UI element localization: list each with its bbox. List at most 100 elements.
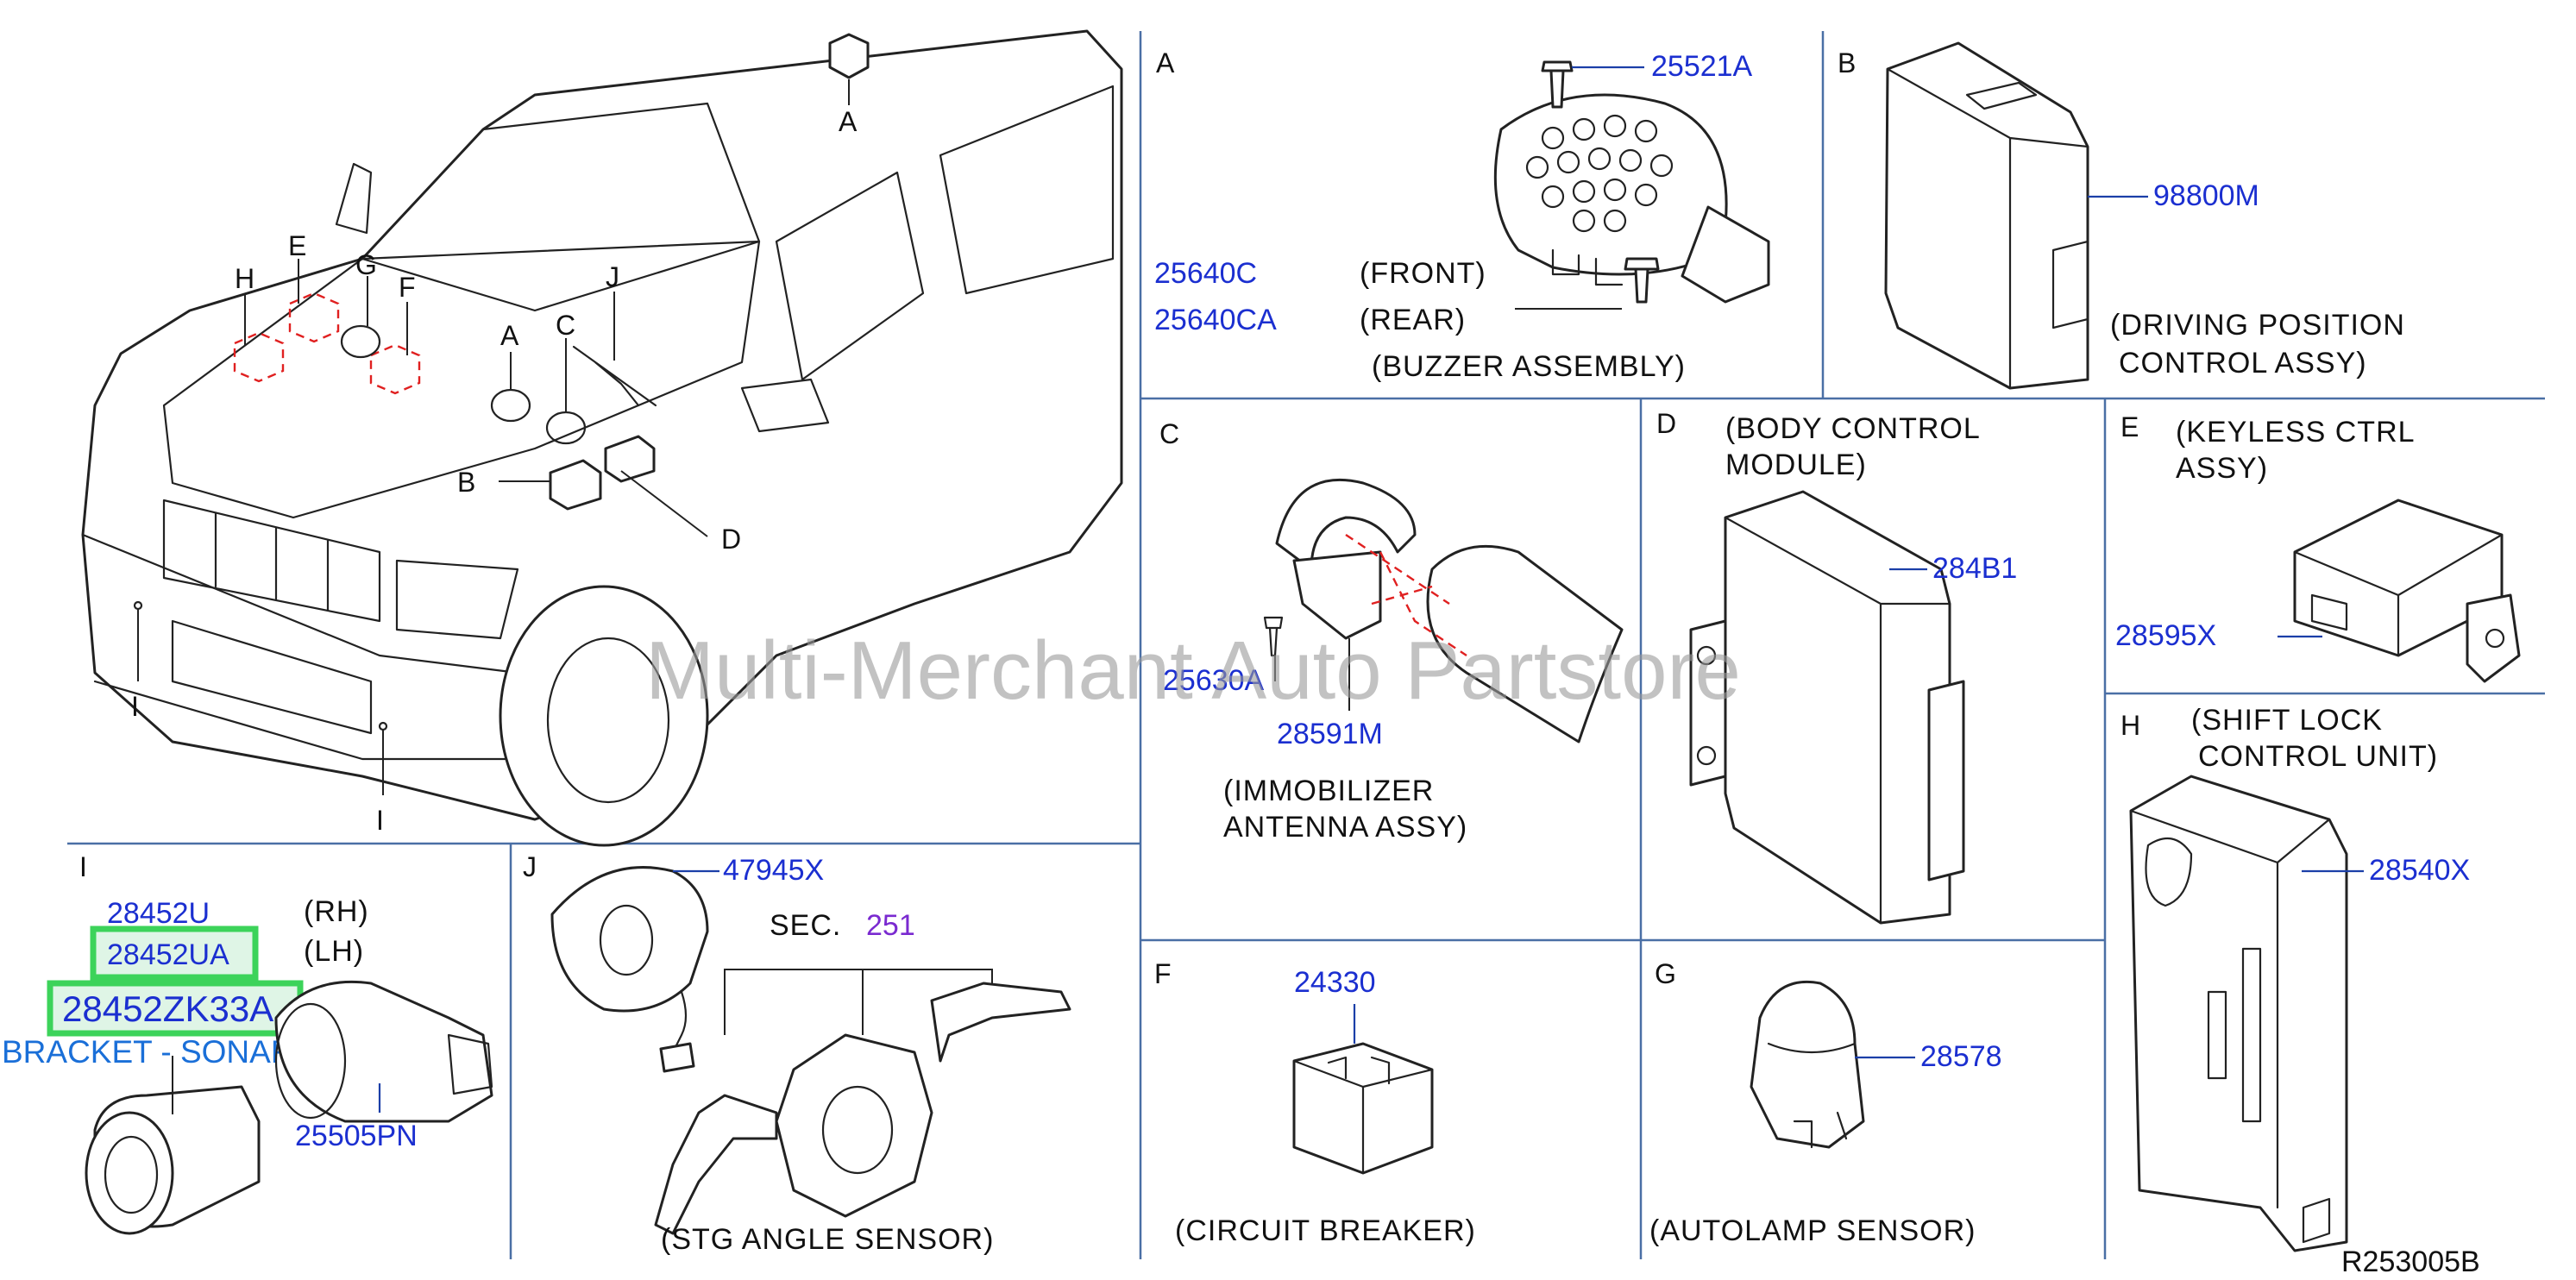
- autolamp-sensor-dome: [1767, 1042, 1857, 1054]
- shift-lock-face: [2129, 809, 2331, 1209]
- sonar-bracket-ring: [85, 1111, 174, 1235]
- immobilizer-ring: [1275, 478, 1417, 571]
- vehicle-overview: [81, 29, 1123, 847]
- panel-g: G 28578 (AUTOLAMP SENSOR): [1649, 958, 2002, 1247]
- vehicle-letter-i-left: I: [131, 691, 139, 722]
- combination-switch-stalk-left: [654, 1094, 778, 1235]
- panel-f: F 24330 (CIRCUIT BREAKER): [1154, 958, 1476, 1247]
- sonar-sensor: [274, 980, 493, 1123]
- shift-lock-module: [2129, 775, 2348, 1252]
- part-28540x[interactable]: 28540X: [2369, 854, 2470, 887]
- shift-lock-tab: [2302, 1197, 2331, 1244]
- bcm-bracket-right: [1927, 680, 1965, 882]
- panel-j-letter: J: [523, 851, 537, 882]
- callout-module-d: [604, 435, 656, 483]
- vehicle-letter-f: F: [399, 272, 416, 303]
- panel-c-letter: C: [1159, 418, 1179, 449]
- vehicle-letter-j: J: [606, 261, 619, 292]
- part-25630a[interactable]: 25630A: [1163, 664, 1265, 697]
- panel-b: B 98800M (DRIVING POSITION CONTROL ASSY): [1838, 41, 2405, 390]
- panel-h: H (SHIFT LOCK CONTROL UNIT) 28540X: [2120, 704, 2470, 1252]
- label-front: (FRONT): [1360, 257, 1486, 290]
- vehicle-letter-g: G: [355, 249, 377, 280]
- caption-circuit-breaker: (CIRCUIT BREAKER): [1175, 1214, 1476, 1247]
- sonar-sensor-connector: [447, 1033, 493, 1095]
- immobilizer-antenna: [1292, 550, 1382, 640]
- part-24330[interactable]: 24330: [1294, 966, 1376, 999]
- sec-251[interactable]: 251: [866, 909, 915, 942]
- label-lh: (LH): [304, 935, 364, 968]
- part-28452ua[interactable]: 28452UA: [107, 938, 229, 971]
- panel-d: D (BODY CONTROL MODULE) 284B1: [1656, 408, 2017, 925]
- vehicle-letter-h: H: [235, 263, 254, 294]
- combination-switch-stalk-right: [930, 982, 1071, 1063]
- sonar-bracket-ring-inner: [104, 1135, 159, 1214]
- caption-shift-lock-1: (SHIFT LOCK: [2191, 704, 2383, 737]
- part-25521a[interactable]: 25521A: [1651, 50, 1753, 83]
- caption-shift-lock-2: CONTROL UNIT): [2198, 740, 2438, 773]
- vehicle-mirror-left: [335, 162, 373, 235]
- vehicle-window-front: [775, 171, 925, 381]
- part-28578[interactable]: 28578: [1920, 1040, 2002, 1073]
- circuit-breaker-face: [1292, 1059, 1434, 1175]
- part-28452u[interactable]: 28452U: [107, 897, 210, 930]
- combination-switch-center: [821, 1085, 894, 1175]
- vehicle-windshield: [361, 102, 761, 312]
- vehicle-window-rear: [939, 85, 1115, 295]
- panel-a: A 25521A 25640C (FRONT) 25640CA (REAR) (…: [1154, 47, 1770, 383]
- caption-autolamp-sensor: (AUTOLAMP SENSOR): [1649, 1214, 1976, 1247]
- buzzer-bracket: [1551, 248, 1624, 286]
- vehicle-bumper-intake: [171, 619, 373, 735]
- sec-bracket-line: [724, 969, 993, 1035]
- part-28595x[interactable]: 28595X: [2115, 619, 2216, 652]
- part-25640ca[interactable]: 25640CA: [1154, 304, 1277, 336]
- circuit-breaker-terminals: [1327, 1056, 1391, 1085]
- callout-circle-g: [340, 324, 381, 359]
- panel-b-letter: B: [1838, 47, 1856, 78]
- part-98800m[interactable]: 98800M: [2153, 179, 2259, 212]
- callout-module-b: [549, 459, 602, 511]
- vehicle-letter-i-right: I: [376, 805, 384, 836]
- caption-bcm-2: MODULE): [1725, 449, 1867, 481]
- vehicle-headlight: [395, 559, 519, 640]
- part-284b1[interactable]: 284B1: [1932, 552, 2017, 585]
- immobilizer-cylinder: [1426, 544, 1624, 744]
- keyless-ctrl-connector: [2310, 593, 2348, 631]
- part-28591m[interactable]: 28591M: [1277, 718, 1383, 750]
- spiral-cable-wire: [671, 990, 688, 1054]
- caption-keyless-1: (KEYLESS CTRL: [2176, 416, 2416, 449]
- caption-stg-angle-sensor: (STG ANGLE SENSOR): [661, 1223, 994, 1256]
- caption-immobilizer-2: ANTENNA ASSY): [1223, 811, 1467, 844]
- body-control-module: [1724, 490, 1951, 925]
- part-28452zk33a[interactable]: 28452ZK33A: [62, 988, 273, 1029]
- spiral-cable-center: [599, 904, 654, 976]
- part-25640c[interactable]: 25640C: [1154, 257, 1257, 290]
- driving-position-module-face: [1886, 67, 2089, 390]
- panel-c: C 25630A 28591M (IMMOBILIZER ANTENNA ASS…: [1159, 418, 1624, 844]
- keyless-ctrl-bracket: [2466, 593, 2521, 683]
- vehicle-letter-c: C: [556, 310, 575, 341]
- vehicle-stalk-j: [572, 345, 657, 407]
- driving-position-clip-side: [2051, 240, 2089, 329]
- caption-keyless-2: ASSY): [2176, 452, 2268, 485]
- part-25505pn[interactable]: 25505PN: [295, 1120, 418, 1152]
- caption-bcm-1: (BODY CONTROL: [1725, 412, 1981, 445]
- vehicle-letter-d: D: [721, 524, 741, 555]
- caption-driving-position-1: (DRIVING POSITION: [2110, 309, 2405, 342]
- panel-i: I 28452U (RH) 28452UA (LH) 28452ZK33A BR…: [2, 851, 493, 1235]
- panel-a-letter: A: [1156, 47, 1175, 78]
- watermark: Multi-Merchant Auto Partstore: [645, 624, 1741, 717]
- immobilizer-assembly-guide: [1345, 534, 1467, 656]
- sonar-sensor-face: [274, 1002, 347, 1120]
- vehicle-grille: [162, 499, 381, 623]
- buzzer-bolt-top: [1541, 60, 1574, 109]
- callout-hexagon-a: [828, 33, 870, 79]
- panel-e-letter: E: [2120, 411, 2139, 442]
- panel-g-letter: G: [1655, 958, 1676, 989]
- keyless-ctrl-face: [2293, 533, 2504, 657]
- panel-i-letter: I: [79, 851, 87, 882]
- part-47945x[interactable]: 47945X: [723, 854, 824, 887]
- combination-switch: [775, 1033, 933, 1218]
- shift-lock-bracket: [2207, 947, 2262, 1123]
- autolamp-sensor-clip: [1793, 1111, 1848, 1149]
